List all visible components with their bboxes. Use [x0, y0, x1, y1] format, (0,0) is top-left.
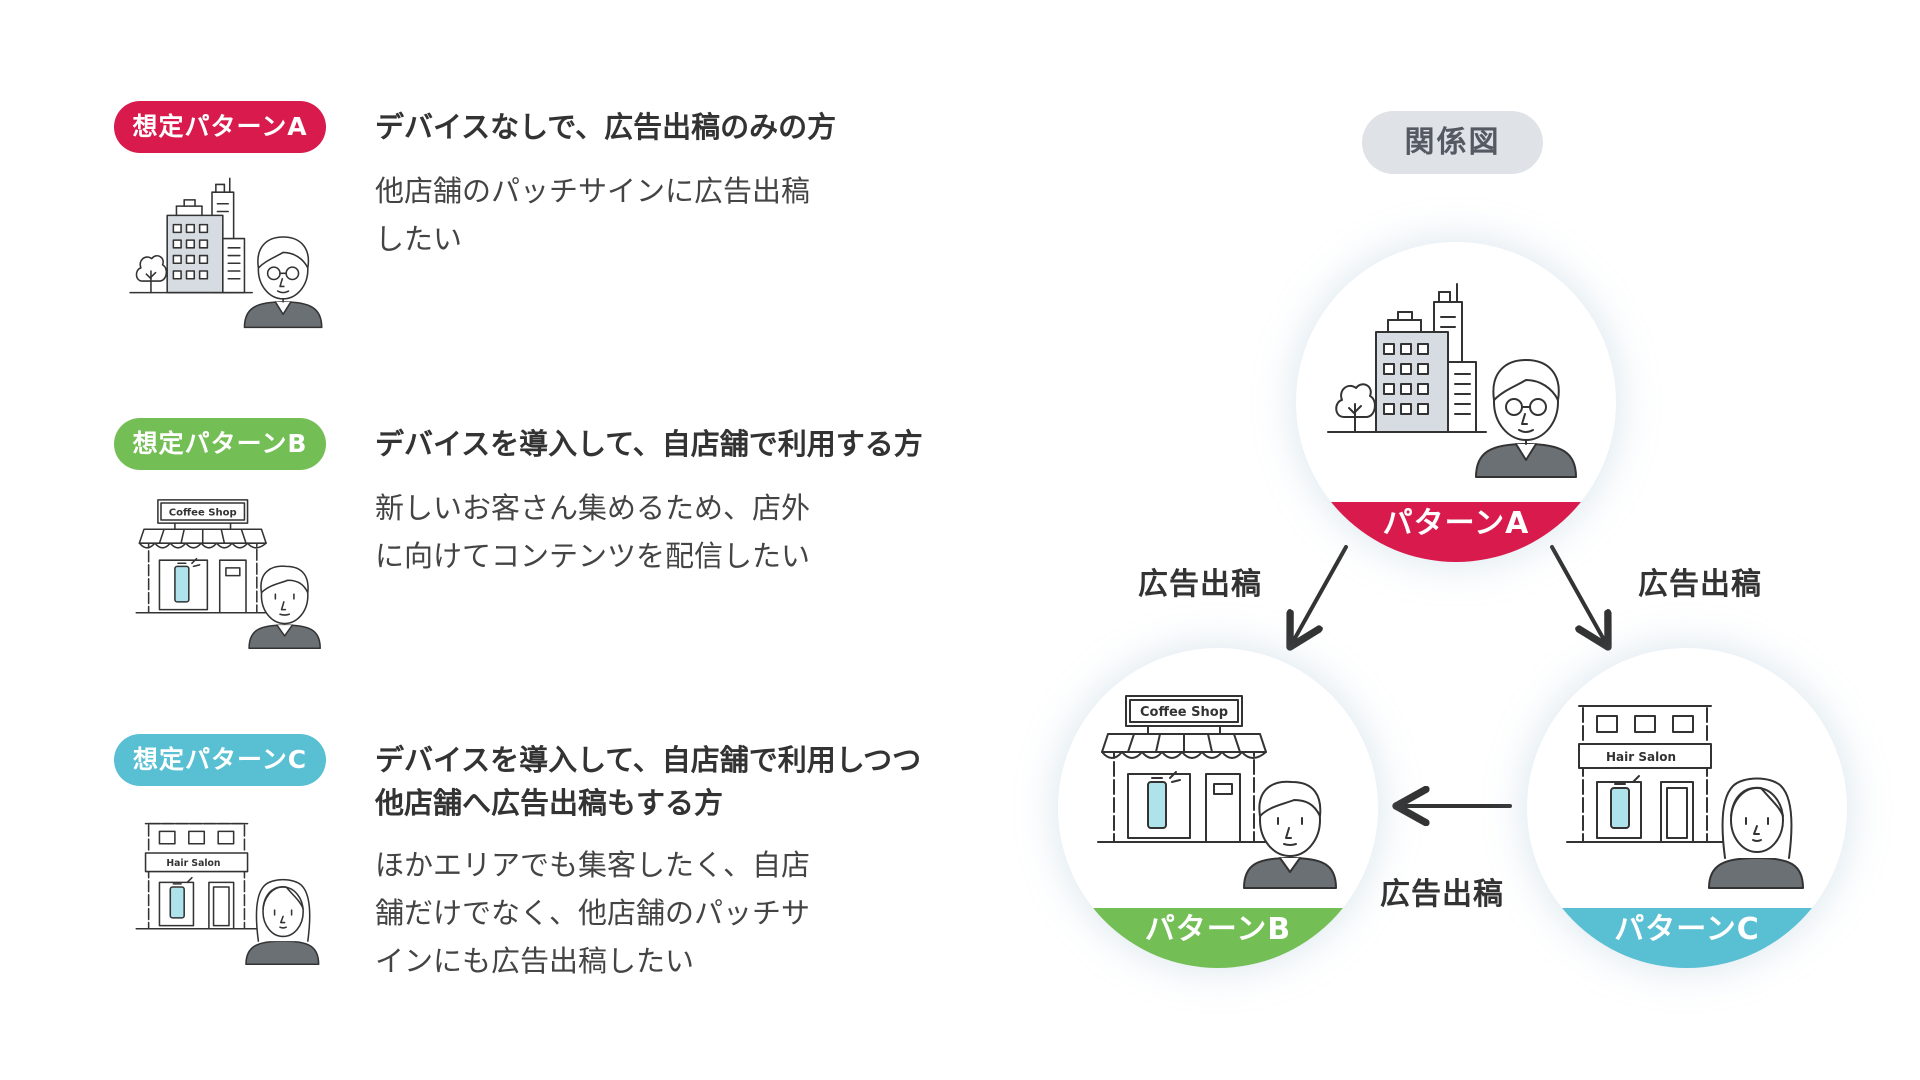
diagram-node-b: Coffee Shop パターンB [1058, 648, 1378, 968]
node-c-label: パターンC [1527, 908, 1847, 968]
hair-salon-person-icon: Hair Salon [1557, 678, 1817, 898]
pattern-c-desc-line: 舗だけでなく、他店舗のパッチサ [375, 896, 811, 930]
pattern-a-description: 他店舗のパッチサインに広告出稿 したい [375, 167, 810, 263]
coffee-shop-person-icon: Coffee Shop [1088, 678, 1348, 898]
diagram-title: 関係図 [1362, 111, 1543, 174]
pattern-c-title: デバイスを導入して、自店舗で利用しつつ 他店舗へ広告出稿もする方 [375, 739, 921, 825]
node-a-label: パターンA [1296, 502, 1616, 562]
arrow-a-to-b [1290, 545, 1348, 647]
office-building-person-icon [124, 169, 334, 339]
coffee-shop-sign: Coffee Shop [1140, 705, 1228, 720]
pattern-c-desc-line: インにも広告出稿したい [375, 944, 695, 978]
pattern-c-description: ほかエリアでも集客したく、自店 舗だけでなく、他店舗のパッチサ インにも広告出稿… [375, 841, 810, 985]
pattern-a-desc-line: したい [375, 222, 463, 256]
pattern-b-description: 新しいお客さん集めるため、店外 に向けてコンテンツを配信したい [375, 484, 810, 580]
coffee-shop-person-icon: Coffee Shop [124, 486, 334, 656]
pattern-a-desc-line: 他店舗のパッチサインに広告出稿 [375, 174, 811, 208]
arrow-a-to-c [1550, 545, 1608, 647]
hair-salon-sign: Hair Salon [166, 858, 220, 869]
hair-salon-sign: Hair Salon [1606, 750, 1676, 764]
pattern-c-desc-line: ほかエリアでも集客したく、自店 [375, 848, 811, 882]
pattern-c-badge: 想定パターンC [114, 734, 326, 786]
coffee-shop-sign: Coffee Shop [169, 507, 237, 518]
pattern-b-desc-line: 新しいお客さん集めるため、店外 [375, 491, 811, 525]
edge-a-b-label: 広告出稿 [1138, 567, 1262, 602]
office-building-person-icon [1326, 272, 1586, 492]
pattern-b-desc-line: に向けてコンテンツを配信したい [375, 539, 811, 573]
edge-a-c-label: 広告出稿 [1638, 567, 1762, 602]
hair-salon-person-icon: Hair Salon [124, 802, 334, 972]
diagram-node-a: パターンA [1296, 242, 1616, 562]
edge-c-b-label: 広告出稿 [1380, 877, 1504, 912]
pattern-a-title: デバイスなしで、広告出稿のみの方 [375, 110, 837, 144]
diagram-node-c: Hair Salon パターンC [1527, 648, 1847, 968]
node-b-label: パターンB [1058, 908, 1378, 968]
pattern-b-badge: 想定パターンB [114, 418, 326, 470]
pattern-c-title-line: 他店舗へ広告出稿もする方 [375, 786, 724, 820]
pattern-a-badge: 想定パターンA [114, 101, 326, 153]
pattern-c-title-line: デバイスを導入して、自店舗で利用しつつ [375, 743, 922, 777]
pattern-b-title: デバイスを導入して、自店舗で利用する方 [375, 427, 923, 461]
